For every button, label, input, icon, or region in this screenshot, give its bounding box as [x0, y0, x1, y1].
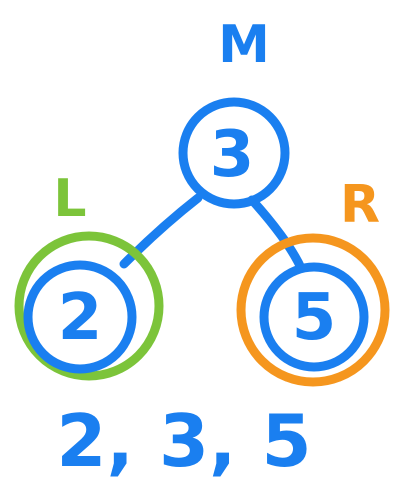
- left-node-tag: L: [53, 169, 86, 229]
- left-node-circle: [23, 260, 137, 374]
- root-node-value: 3: [210, 118, 255, 192]
- traversal-order-text: 2, 3, 5: [56, 399, 311, 483]
- root-node-tag: M: [218, 15, 270, 75]
- root-node-circle: [178, 97, 290, 209]
- left-node-value: 2: [58, 281, 103, 355]
- right-node-tag: R: [340, 175, 380, 235]
- right-node-value: 5: [292, 281, 337, 355]
- right-node-highlight-ring: [236, 233, 390, 387]
- right-node-circle: [259, 262, 369, 372]
- left-node-highlight-ring: [14, 231, 164, 381]
- edge-root-right: [247, 195, 306, 273]
